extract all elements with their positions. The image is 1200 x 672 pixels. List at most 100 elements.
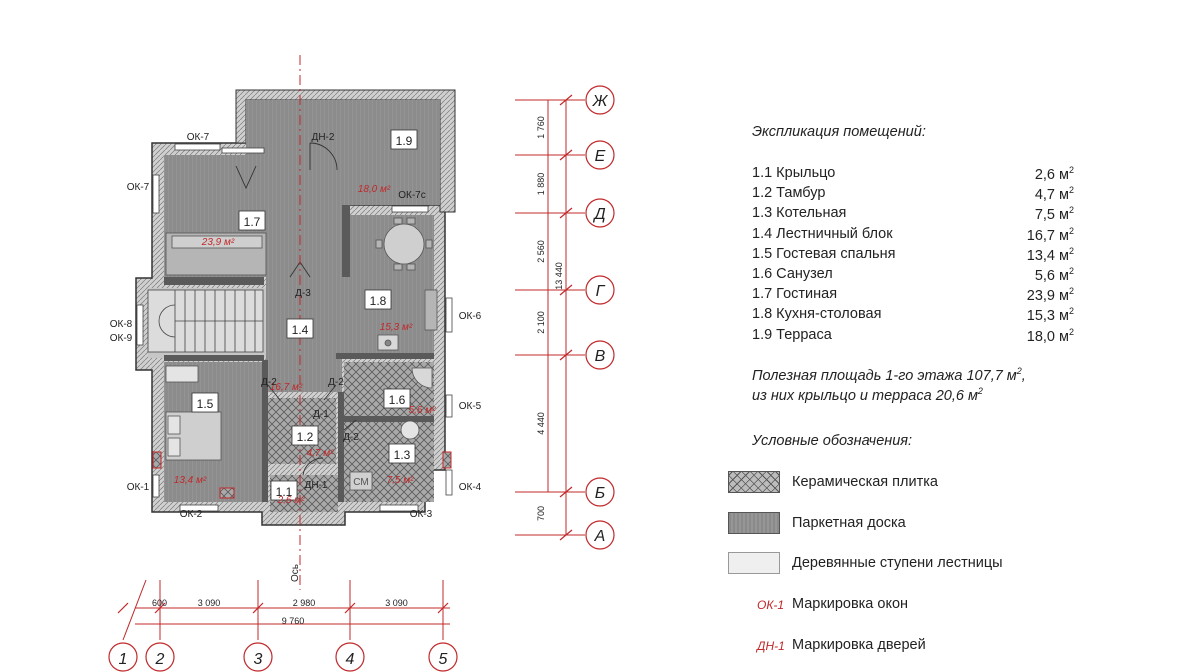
room-number: 1.8: [370, 294, 387, 308]
row-axis-bubble: [585, 340, 615, 370]
row-dim-value: 700: [536, 506, 546, 521]
row-axis-bubble: [585, 520, 615, 550]
window-mark: ОК-4: [459, 482, 482, 493]
row-axis-bubble: [585, 85, 615, 115]
window-mark: ОК-7с: [398, 190, 426, 201]
row-total-value: 13 440: [554, 262, 564, 290]
door-mark: ДН-1: [305, 480, 328, 491]
row-axis-label: Б: [595, 485, 605, 502]
row-dim-value: 2 560: [536, 240, 546, 263]
window-mark: ОК-8: [110, 319, 133, 330]
col-axis-bubble: [428, 642, 458, 672]
room-label-box: [291, 425, 319, 446]
door-mark: Д-2: [261, 377, 277, 388]
room-number: 1.3: [394, 448, 411, 462]
col-tick: [344, 602, 356, 614]
row-axis-bubble: [585, 477, 615, 507]
interior-walls: [164, 205, 434, 502]
room-number: 1.2: [297, 430, 314, 444]
window-mark: ОК-1: [127, 482, 150, 493]
row-axis-label: Г: [596, 283, 606, 300]
room-number: 1.9: [396, 134, 413, 148]
col-tick: [117, 602, 129, 614]
col-axis-label: 1: [119, 651, 128, 668]
window-mark: ОК-3: [410, 509, 433, 520]
staircase: [147, 289, 264, 353]
window-mark: ОК-9: [110, 333, 133, 344]
window-mark: ОК-7: [127, 182, 150, 193]
room-area: 15,3 м²: [380, 322, 413, 333]
row-tick: [559, 529, 573, 541]
room-label-box: [388, 443, 416, 464]
door-mark: Д-2: [343, 432, 359, 443]
col-axis-label: 5: [439, 651, 448, 668]
window-mark: ОК-2: [180, 509, 203, 520]
room-number: 1.7: [244, 215, 261, 229]
row-axis-label: А: [594, 528, 606, 545]
room-number: 1.1: [276, 485, 293, 499]
row-axis-label: Ж: [592, 93, 609, 110]
col-tick: [154, 602, 166, 614]
row-axis-label: Д: [592, 206, 605, 223]
corner-markers: [152, 451, 452, 499]
door-mark: Д-2: [328, 377, 344, 388]
row-dim-value: 2 100: [536, 311, 546, 334]
row-tick: [559, 284, 573, 296]
room-area: 2,6 м²: [277, 495, 306, 506]
room-number: 1.4: [292, 323, 309, 337]
room-area: 5,6 м²: [409, 405, 437, 416]
col-dim-value: 3 090: [198, 598, 221, 608]
col-dim-value: 600: [152, 598, 167, 608]
boiler-label: СМ: [353, 477, 368, 488]
door-mark: Д-3: [295, 288, 311, 299]
window-mark: ОК-5: [459, 401, 482, 412]
room-area: 13,4 м²: [174, 475, 207, 486]
row-axis-bubble: [585, 198, 615, 228]
windows: [136, 143, 453, 512]
room-label-box: [270, 480, 298, 501]
col-axis-label: 3: [254, 651, 263, 668]
room-label-box: [390, 129, 418, 150]
col-axis-bubble: [243, 642, 273, 672]
col-total-value: 9 760: [282, 616, 305, 626]
row-axis-bubble: [585, 140, 615, 170]
window-mark: ОК-6: [459, 311, 482, 322]
window-mark: ОК-7: [187, 132, 210, 143]
row-tick: [559, 349, 573, 361]
furniture: [165, 217, 438, 491]
room-label-box: [238, 210, 266, 231]
row-axis-label: Е: [595, 148, 606, 165]
row-axis-bubble: [585, 275, 615, 305]
col-axis-bubble: [108, 642, 138, 672]
col-axis-bubble: [145, 642, 175, 672]
row-dim-value: 4 440: [536, 412, 546, 435]
col-axis-label: 4: [346, 651, 355, 668]
row-tick: [559, 207, 573, 219]
row-tick: [559, 94, 573, 106]
col-dim-value: 2 980: [293, 598, 316, 608]
door-swings: [235, 142, 357, 476]
row-tick: [559, 486, 573, 498]
room-label-box: [286, 318, 314, 339]
room-number: 1.6: [389, 393, 406, 407]
room-label-box: [383, 388, 411, 409]
room-number: 1.5: [197, 397, 214, 411]
col-tick: [437, 602, 449, 614]
row-dim-value: 1 880: [536, 173, 546, 196]
row-tick: [559, 149, 573, 161]
room-area: 4,7 м²: [307, 448, 335, 459]
axis-label: Ось: [290, 564, 301, 582]
room-area: 18,0 м²: [358, 184, 391, 195]
room-label-box: [364, 289, 392, 310]
plan-markings: ОК-7ОК-7ОК-7сОК-6ОК-5ОК-4ОК-3ОК-2ОК-1ОК-…: [110, 132, 482, 520]
room-area: 16,7 м²: [270, 382, 303, 393]
col-axis-leader: [122, 579, 147, 641]
col-axis-bubble: [335, 642, 365, 672]
row-axis-label: В: [595, 348, 606, 365]
row-dim-value: 1 760: [536, 116, 546, 139]
col-dim-value: 3 090: [385, 598, 408, 608]
room-label-box: [191, 392, 219, 413]
